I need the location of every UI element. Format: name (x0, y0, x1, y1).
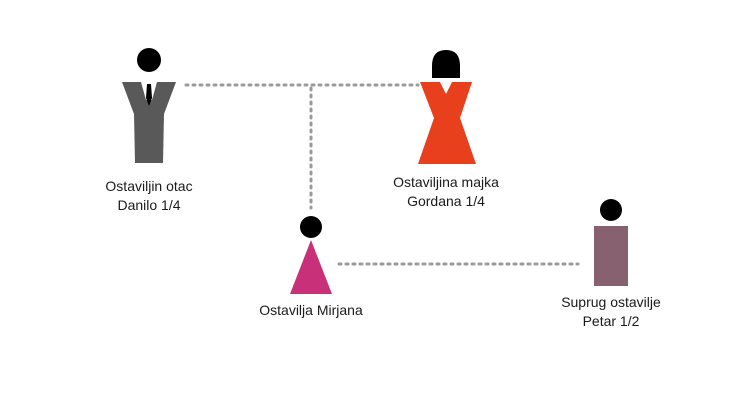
father-figure (122, 48, 176, 163)
spouse-head (600, 199, 622, 221)
mother-label: Ostaviljina majka Gordana 1/4 (393, 173, 499, 211)
spouse-label: Suprug ostavilje Petar 1/2 (561, 293, 661, 331)
father-label: Ostaviljin otac Danilo 1/4 (105, 177, 192, 215)
deceased-figure (290, 216, 332, 294)
spouse-label-line1: Suprug ostavilje (561, 294, 661, 310)
father-label-line1: Ostaviljin otac (105, 178, 193, 194)
mother-label-line1: Ostaviljina majka (393, 174, 499, 190)
father-label-line2: Danilo 1/4 (117, 197, 181, 213)
spouse-body (594, 226, 628, 286)
mother-hair (432, 50, 460, 78)
deceased-label-line1: Ostavilja Mirjana (259, 302, 363, 318)
father-tie (146, 84, 152, 106)
mother-figure (418, 50, 476, 164)
mother-label-line2: Gordana 1/4 (407, 193, 485, 209)
spouse-figure (594, 199, 628, 286)
mother-dress (418, 82, 476, 164)
deceased-label: Ostavilja Mirjana (259, 301, 362, 320)
father-head (137, 48, 161, 72)
spouse-label-line2: Petar 1/2 (582, 313, 640, 329)
deceased-head (300, 216, 322, 238)
father-suit (122, 82, 176, 163)
deceased-dress (290, 240, 332, 294)
connectors (184, 83, 580, 266)
